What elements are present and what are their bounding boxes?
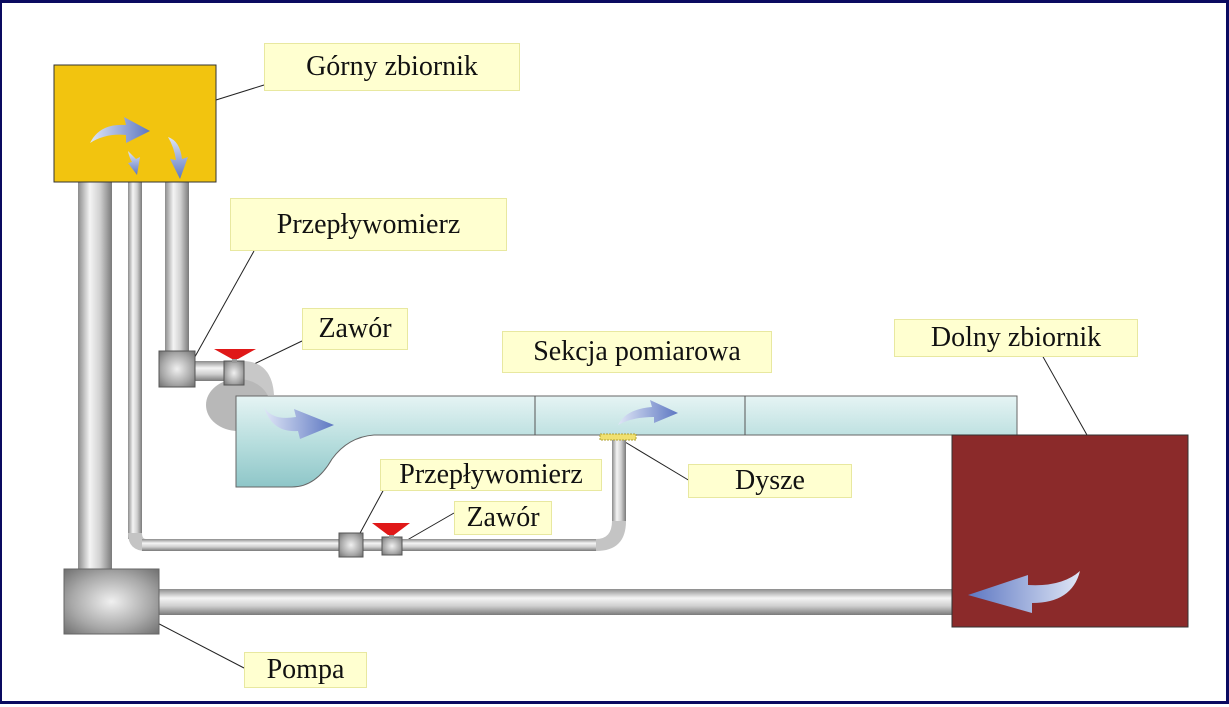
bypass-pipe-vertical bbox=[128, 181, 142, 539]
flowmeter-lower bbox=[338, 532, 364, 558]
label-measuring-section: Sekcja pomiarowa bbox=[502, 331, 772, 373]
nozzle-feed-pipe bbox=[612, 439, 626, 521]
label-bottom-tank: Dolny zbiornik bbox=[894, 319, 1138, 357]
label-valve-upper: Zawór bbox=[302, 308, 408, 350]
valve-lower-handle bbox=[372, 523, 410, 535]
flow-loop-diagram bbox=[53, 64, 1189, 669]
flowmeter-upper bbox=[158, 350, 196, 388]
pump bbox=[63, 568, 160, 635]
bypass-pipe-horizontal bbox=[142, 539, 597, 551]
supply-pipe-vertical bbox=[165, 181, 189, 353]
flow-arrow-tank-down-right bbox=[168, 137, 188, 179]
label-top-tank: Górny zbiornik bbox=[264, 43, 520, 91]
flow-arrow-channel-inlet bbox=[264, 407, 334, 439]
label-pump: Pompa bbox=[244, 652, 367, 688]
nozzles bbox=[599, 433, 637, 441]
label-nozzles: Dysze bbox=[688, 464, 852, 498]
flow-arrow-tank-top bbox=[90, 117, 150, 143]
label-flowmeter-upper: Przepływomierz bbox=[230, 198, 507, 251]
supply-pipe-elbow bbox=[242, 361, 274, 395]
bypass-pipe-bend bbox=[128, 533, 146, 551]
valve-lower-body bbox=[381, 536, 403, 556]
nozzle-feed-bend bbox=[596, 521, 626, 551]
valve-upper-body bbox=[223, 360, 245, 386]
flow-arrow-bottom-tank bbox=[968, 571, 1080, 613]
measuring-channel bbox=[235, 395, 1018, 488]
return-pipe bbox=[157, 589, 954, 615]
label-flowmeter-lower: Przepływomierz bbox=[380, 459, 602, 491]
flow-arrow-tank-down-left bbox=[128, 151, 140, 175]
pump-riser-pipe bbox=[78, 181, 112, 573]
label-valve-lower: Zawór bbox=[454, 501, 552, 535]
supply-pipe-horizontal bbox=[194, 361, 230, 381]
leader-lines bbox=[141, 84, 1088, 669]
valve-upper-handle bbox=[214, 349, 256, 359]
flow-arrow-nozzle bbox=[618, 400, 678, 425]
